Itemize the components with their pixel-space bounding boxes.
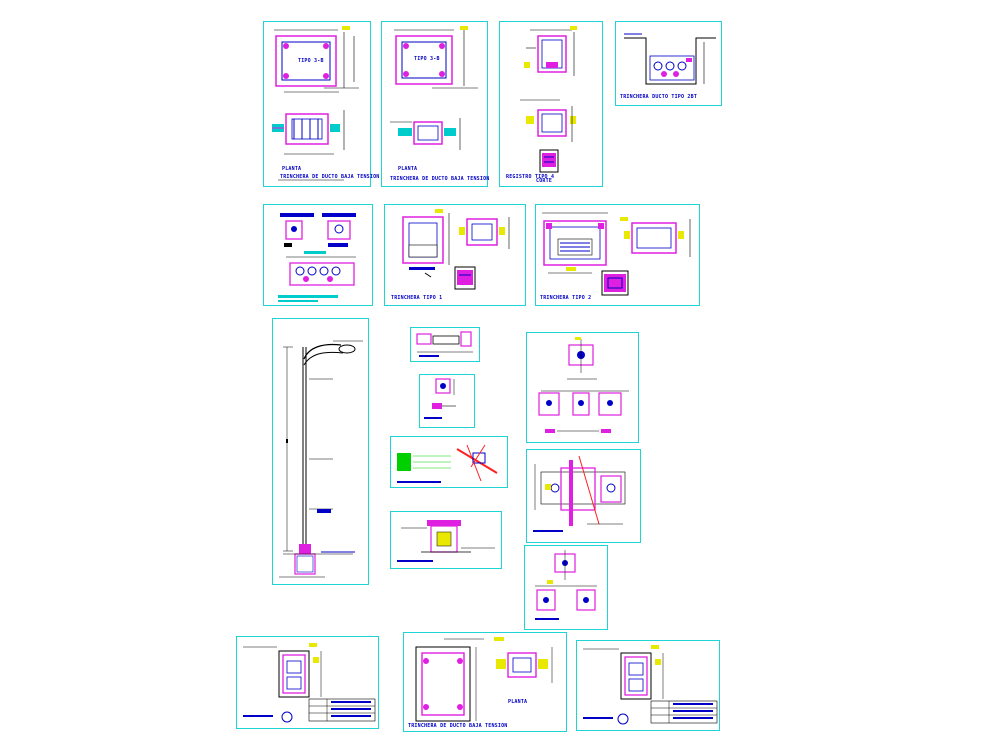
sheet-bottom-left-detail bbox=[236, 636, 379, 729]
sheet-grounding-detail-drawing bbox=[397, 444, 498, 483]
sheet-small-detail-b-drawing bbox=[424, 378, 456, 419]
sheet-duct-bank-detail bbox=[263, 204, 373, 306]
sheet-trench-type-2: TRINCHERA TIPO 2 bbox=[535, 204, 700, 306]
sheet-street-light-pole bbox=[272, 318, 369, 585]
sheet-caption: REGISTRO TIPO 4 bbox=[506, 174, 555, 180]
sheet-pole-base-detail-drawing bbox=[397, 520, 495, 562]
sheet-plan-label: PLANTA bbox=[282, 166, 302, 172]
sheet-trench-detail-1: TIPO 3-B PLANTA TRINCHERA DE DUCTO BAJA … bbox=[263, 21, 379, 187]
sheet-duct-section-b-drawing bbox=[533, 455, 626, 532]
sheet-street-light-pole-drawing bbox=[279, 340, 363, 578]
sheet-trench-type-1: TRINCHERA TIPO 1 bbox=[384, 204, 526, 306]
sheet-plan-label: PLANTA bbox=[398, 166, 418, 172]
sheet-small-detail-b bbox=[419, 374, 475, 428]
sheet-caption: TRINCHERA DE DUCTO BAJA TENSION bbox=[390, 176, 490, 182]
sheet-caption: TRINCHERA TIPO 1 bbox=[391, 295, 443, 301]
sheet-bottom-right-detail-drawing bbox=[583, 645, 718, 725]
sheet-duct-section-b bbox=[526, 449, 641, 543]
sheet-small-detail-a bbox=[410, 327, 480, 362]
sheet-duct-section-c bbox=[524, 545, 608, 630]
sheet-bottom-right-detail bbox=[576, 640, 720, 731]
sheet-grounding-detail bbox=[390, 436, 508, 488]
sheet-trench-detail-2-drawing bbox=[390, 26, 478, 150]
sheet-bottom-left-detail-drawing bbox=[243, 643, 376, 723]
sheet-bottom-center-detail: PLANTA TRINCHERA DE DUCTO BAJA TENSION bbox=[403, 632, 567, 732]
sheet-duct-section-a bbox=[526, 332, 639, 443]
sheet-box-tag: TIPO 3-B bbox=[414, 56, 440, 62]
sheet-pole-base-detail bbox=[390, 511, 502, 569]
sheet-trench-section-drawing bbox=[624, 33, 716, 85]
sheet-register-detail: CORTE REGISTRO TIPO 4 bbox=[499, 21, 603, 187]
sheet-box-tag: TIPO 3-B bbox=[298, 58, 324, 64]
sheet-caption: TRINCHERA DUCTO TIPO 2BT bbox=[620, 94, 698, 100]
sheet-duct-section-c-drawing bbox=[535, 550, 597, 620]
sheet-caption: TRINCHERA TIPO 2 bbox=[540, 295, 592, 301]
sheet-trench-type-2-drawing bbox=[542, 212, 691, 296]
sheet-trench-section: TRINCHERA DUCTO TIPO 2BT bbox=[615, 21, 722, 106]
sheet-plan-label: PLANTA bbox=[508, 699, 528, 705]
sheet-duct-section-a-drawing bbox=[538, 337, 629, 433]
sheet-register-detail-drawing bbox=[520, 26, 577, 173]
sheet-small-detail-a-drawing bbox=[416, 331, 473, 357]
sheet-trench-detail-1-drawing bbox=[272, 26, 359, 181]
sheet-trench-type-1-drawing bbox=[402, 209, 510, 290]
sheet-duct-bank-detail-drawing bbox=[278, 213, 356, 302]
sheet-plan-label: CORTE bbox=[536, 178, 553, 184]
sheet-caption: TRINCHERA DE DUCTO BAJA TENSION bbox=[408, 723, 508, 729]
sheet-caption: TRINCHERA DE DUCTO BAJA TENSION bbox=[280, 174, 380, 180]
sheet-bottom-center-detail-drawing bbox=[415, 637, 553, 722]
sheet-trench-detail-2: TIPO 3-B PLANTA TRINCHERA DE DUCTO BAJA … bbox=[381, 21, 490, 187]
